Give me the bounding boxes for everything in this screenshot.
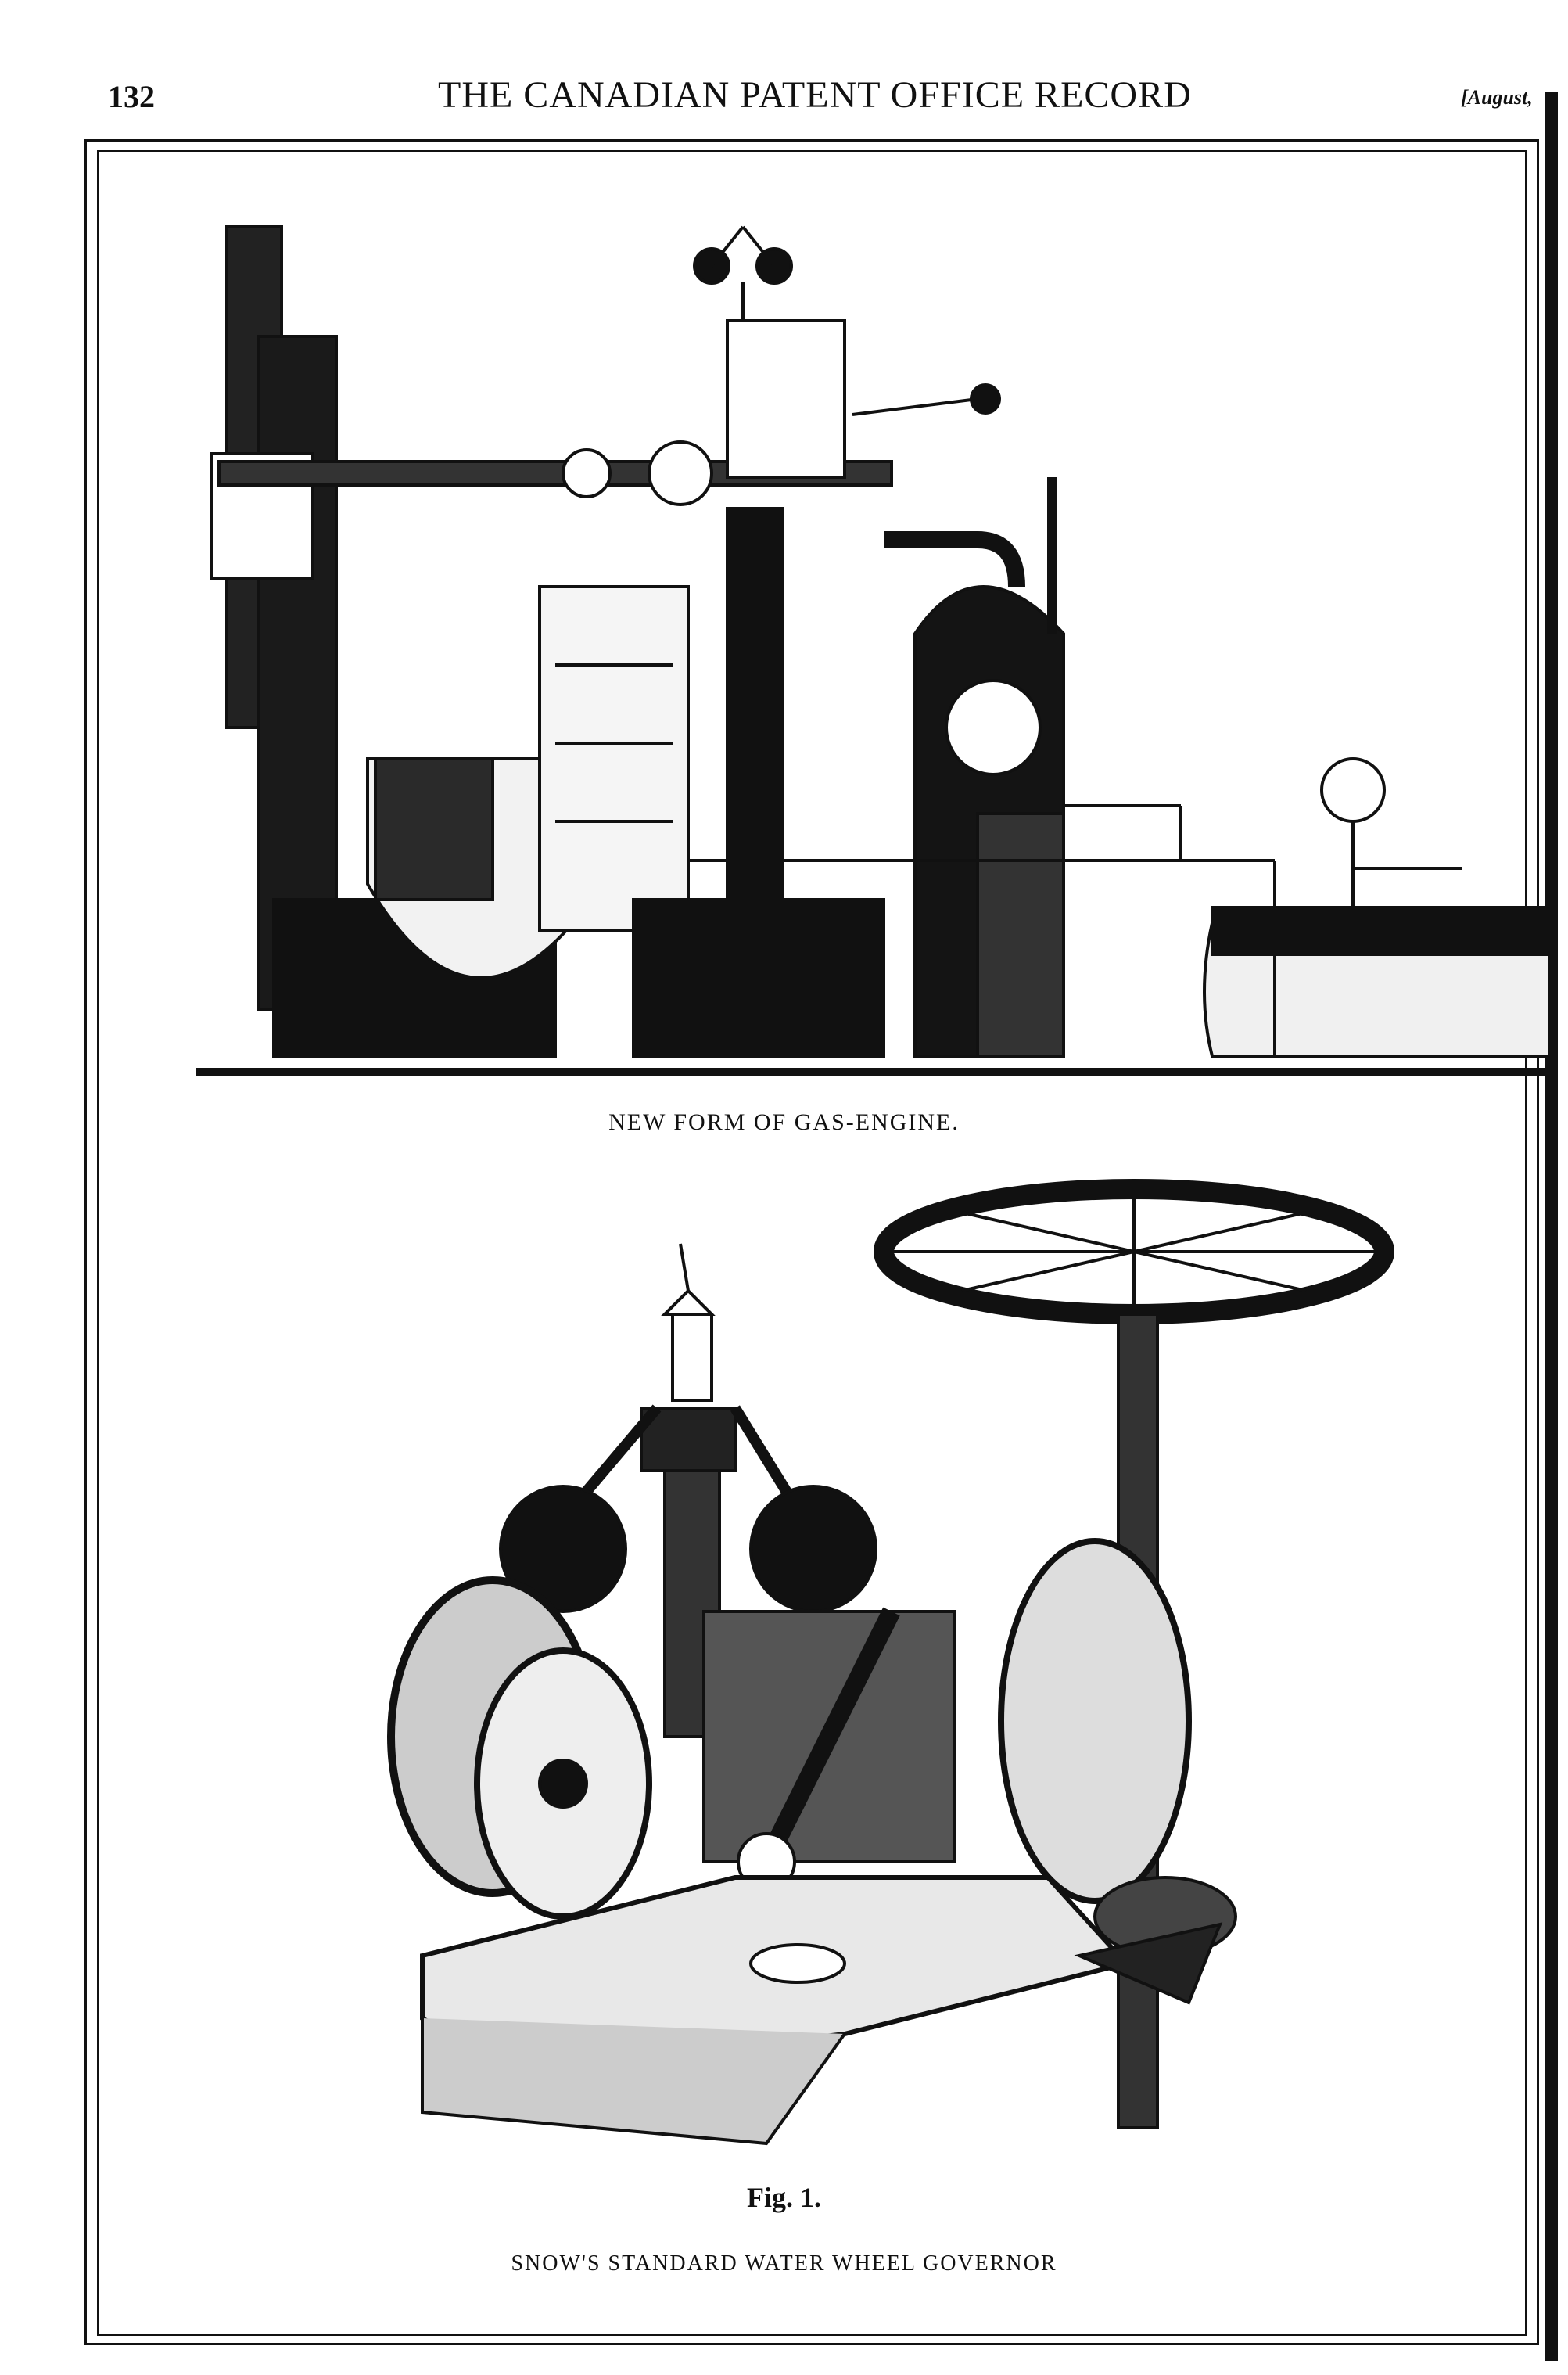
page-header: 132 THE CANADIAN PATENT OFFICE RECORD [A… — [0, 63, 1568, 133]
page-number: 132 — [108, 79, 155, 114]
water-wheel-governor-illustration — [387, 1179, 1394, 2146]
governor-figure-label: Fig. 1. — [747, 2182, 821, 2213]
gas-engine-caption: NEW FORM OF GAS-ENGINE. — [608, 1109, 960, 1135]
governor-caption: SNOW'S STANDARD WATER WHEEL GOVERNOR — [511, 2251, 1057, 2276]
outer-frame — [84, 139, 1539, 2345]
page-edge-bar — [1545, 92, 1558, 2361]
inner-frame — [97, 150, 1527, 2336]
month-label: [August, — [1461, 86, 1533, 109]
gas-engine-illustration — [196, 225, 1548, 1076]
running-title: THE CANADIAN PATENT OFFICE RECORD — [438, 74, 1192, 116]
